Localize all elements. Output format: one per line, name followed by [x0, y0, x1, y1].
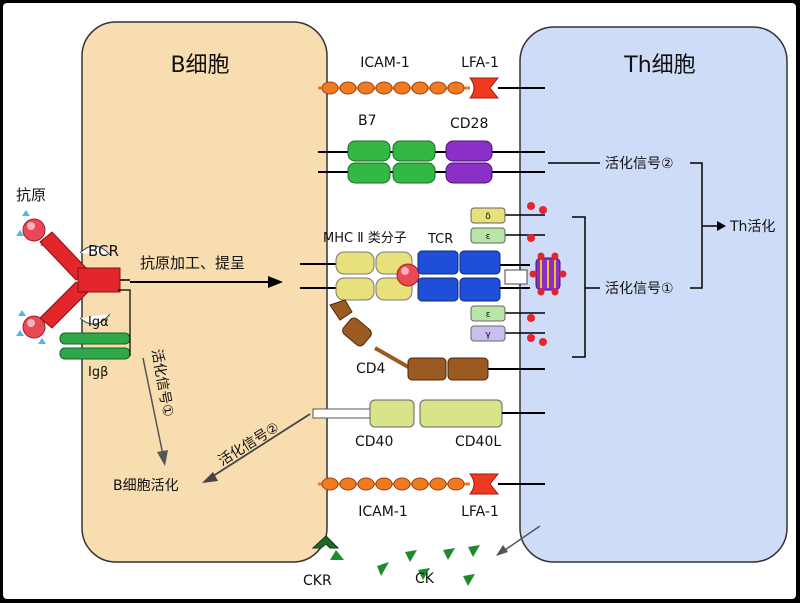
ckr-receptor — [311, 535, 344, 560]
cd40l-label: CD40L — [455, 434, 501, 450]
ig-alpha-label: Igα — [88, 315, 109, 330]
icam1-lfa1-top — [318, 77, 545, 99]
ckr-label: CKR — [303, 573, 332, 589]
mhc2-label: MHC Ⅱ 类分子 — [323, 231, 407, 246]
cd3-chains-top — [470, 202, 547, 244]
cd40-label: CD40 — [355, 434, 393, 450]
icam1-top-label: ICAM-1 — [360, 55, 410, 71]
b7-cd28-complex — [318, 140, 545, 184]
antigen-label: 抗原 — [16, 186, 46, 204]
icam1-lfa1-bottom — [318, 473, 545, 495]
tcr-label: TCR — [427, 232, 453, 247]
th-signal2-label: 活化信号② — [605, 156, 674, 172]
cd3-gamma-label: γ — [485, 330, 491, 340]
th-cell-title: Th细胞 — [623, 53, 695, 78]
lfa1-bottom-label: LFA-1 — [461, 504, 499, 520]
ig-alpha-beta — [59, 289, 131, 360]
cd4-label: CD4 — [356, 361, 386, 377]
th-cell — [519, 26, 788, 563]
antigen-top — [16, 210, 48, 246]
cd3-delta-label: δ — [485, 212, 491, 222]
cd40-cd40l-complex — [312, 399, 545, 428]
ig-beta-label: Igβ — [88, 365, 108, 380]
cd3-chains-bottom — [470, 305, 547, 346]
b7-label: B7 — [358, 113, 377, 129]
mhc-tcr-complex — [300, 250, 567, 302]
processing-label: 抗原加工、提呈 — [140, 254, 245, 272]
lfa1-top-label: LFA-1 — [461, 55, 499, 71]
cytokines — [377, 545, 480, 586]
b-cell-title: B细胞 — [170, 53, 229, 78]
th-signal1-label: 活化信号① — [605, 281, 674, 297]
diagram-canvas: B细胞 Th细胞 ICAM-1 LFA-1 B7 CD28 活化信号② Th活化… — [16, 21, 788, 589]
cd3-epsilon-label-bottom: ε — [486, 310, 491, 320]
th-activation-label: Th活化 — [729, 219, 775, 235]
bcr-label: BCR — [88, 242, 119, 260]
b-activation-label: B细胞活化 — [113, 478, 179, 494]
ck-label: CK — [415, 571, 435, 587]
bcr-receptor — [39, 231, 130, 329]
antigen-bottom — [16, 310, 46, 344]
cd3-epsilon-label-top: ε — [486, 232, 491, 242]
slide: B细胞 Th细胞 ICAM-1 LFA-1 B7 CD28 活化信号② Th活化… — [3, 3, 796, 599]
cd4-molecule — [329, 299, 545, 381]
icam1-bottom-label: ICAM-1 — [358, 504, 408, 520]
cd28-label: CD28 — [450, 116, 488, 132]
